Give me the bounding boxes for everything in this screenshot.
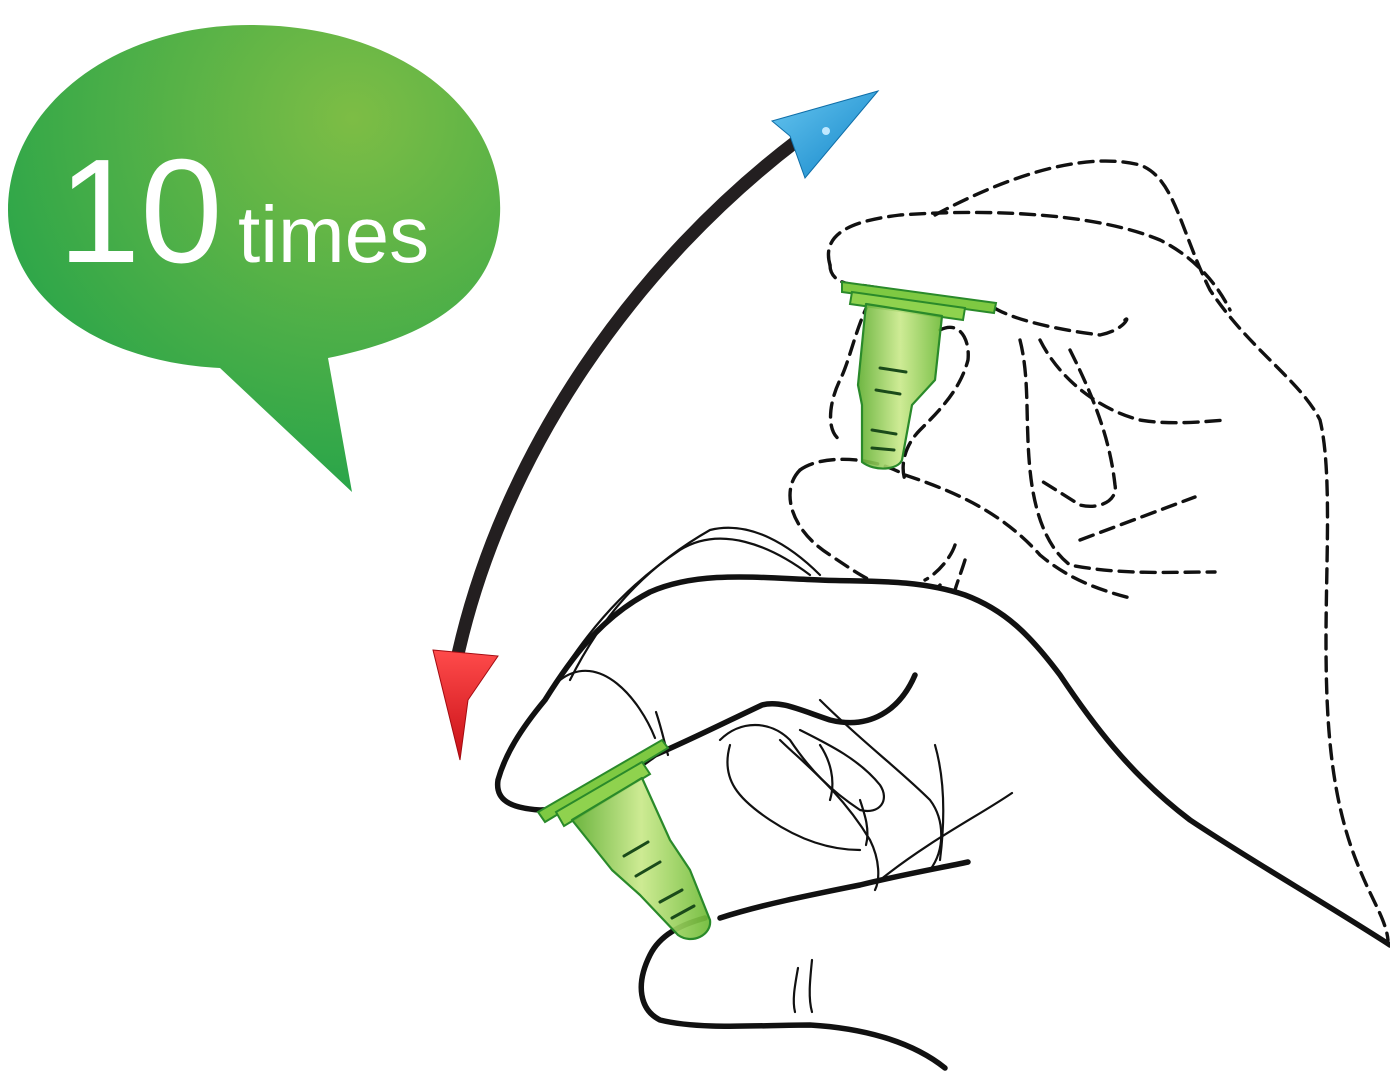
tube-upper-body <box>858 304 942 469</box>
arrow-head-down <box>433 650 498 760</box>
ghost-finger-2 <box>1020 340 1215 572</box>
ghost-index-finger <box>935 161 1388 940</box>
arrow-head-up-highlight <box>822 127 830 135</box>
speech-bubble: 10 times <box>8 25 500 492</box>
hand-ghost-upper <box>790 161 1388 940</box>
ghost-thumb-tip <box>790 470 900 586</box>
finger-crease-1 <box>860 800 867 845</box>
ghost-finger-creases <box>1040 340 1225 423</box>
ghost-thumb <box>800 459 1130 598</box>
microcentrifuge-tube-upper <box>842 282 996 469</box>
ghost-finger-4 <box>1080 497 1195 540</box>
repeat-unit: times <box>238 190 429 279</box>
ghost-finger-3 <box>1040 350 1115 506</box>
finger-crease-2 <box>820 745 832 800</box>
tube-upper-mark-4 <box>872 448 894 450</box>
repeat-count: 10 <box>58 129 223 294</box>
finger-detail-5 <box>935 745 943 860</box>
